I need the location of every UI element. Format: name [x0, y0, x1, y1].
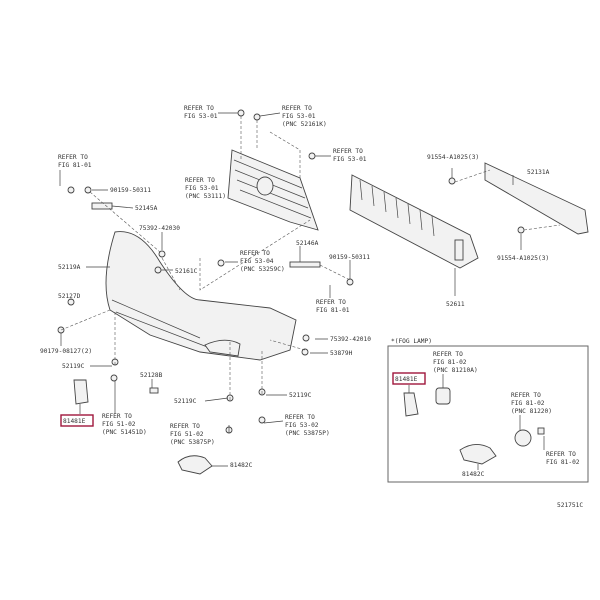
part-label[interactable]: 90159-50311: [110, 187, 151, 194]
part-label-highlighted[interactable]: 81481E: [395, 376, 418, 383]
assembly-lines: [60, 116, 561, 400]
bracket-left[interactable]: [73, 379, 89, 405]
radiator-grille[interactable]: [227, 149, 319, 231]
diagram-code: 521751C: [557, 502, 583, 509]
fog-lamp-title: *(FOG LAMP): [391, 338, 432, 345]
part-label[interactable]: 52146A: [296, 240, 319, 247]
part-label[interactable]: 53879H: [330, 350, 353, 357]
front-bumper-cover[interactable]: [105, 231, 297, 361]
part-label[interactable]: 91554-A1025(3): [497, 255, 549, 262]
fog-cover-box[interactable]: [459, 444, 497, 465]
part-label[interactable]: 52119C: [289, 392, 312, 399]
bumper-reinforcement[interactable]: [484, 162, 589, 235]
part-label-highlighted[interactable]: 81481E: [63, 418, 86, 425]
part-label[interactable]: 52119A: [58, 264, 81, 271]
part-label[interactable]: 81482C: [230, 462, 253, 469]
part-label[interactable]: 81482C: [462, 471, 485, 478]
part-label[interactable]: 52127D: [58, 293, 81, 300]
fog-lamp-variant-box: [387, 345, 589, 483]
part-label[interactable]: 75392-42030: [139, 225, 180, 232]
energy-absorber[interactable]: [349, 174, 479, 269]
part-label[interactable]: 52145A: [135, 205, 158, 212]
part-label[interactable]: 52128B: [140, 372, 163, 379]
part-label[interactable]: 52119C: [62, 363, 85, 370]
highlight-box: [392, 372, 426, 385]
fog-socket[interactable]: [435, 387, 451, 405]
part-label[interactable]: 90159-50311: [329, 254, 370, 261]
fog-lamp[interactable]: [514, 427, 545, 447]
leader-lines: [59, 112, 545, 470]
part-label[interactable]: 75392-42010: [330, 336, 371, 343]
part-label[interactable]: 90179-08127(2): [40, 348, 92, 355]
part-label[interactable]: 91554-A1025(3): [427, 154, 479, 161]
fog-cover-left[interactable]: [177, 455, 213, 475]
part-label[interactable]: 52611: [446, 301, 465, 308]
bracket-box[interactable]: [403, 392, 419, 417]
part-label[interactable]: 52131A: [527, 169, 550, 176]
part-label[interactable]: 52119C: [174, 398, 197, 405]
highlight-box: [60, 414, 94, 427]
part-label[interactable]: 52161C: [175, 268, 198, 275]
